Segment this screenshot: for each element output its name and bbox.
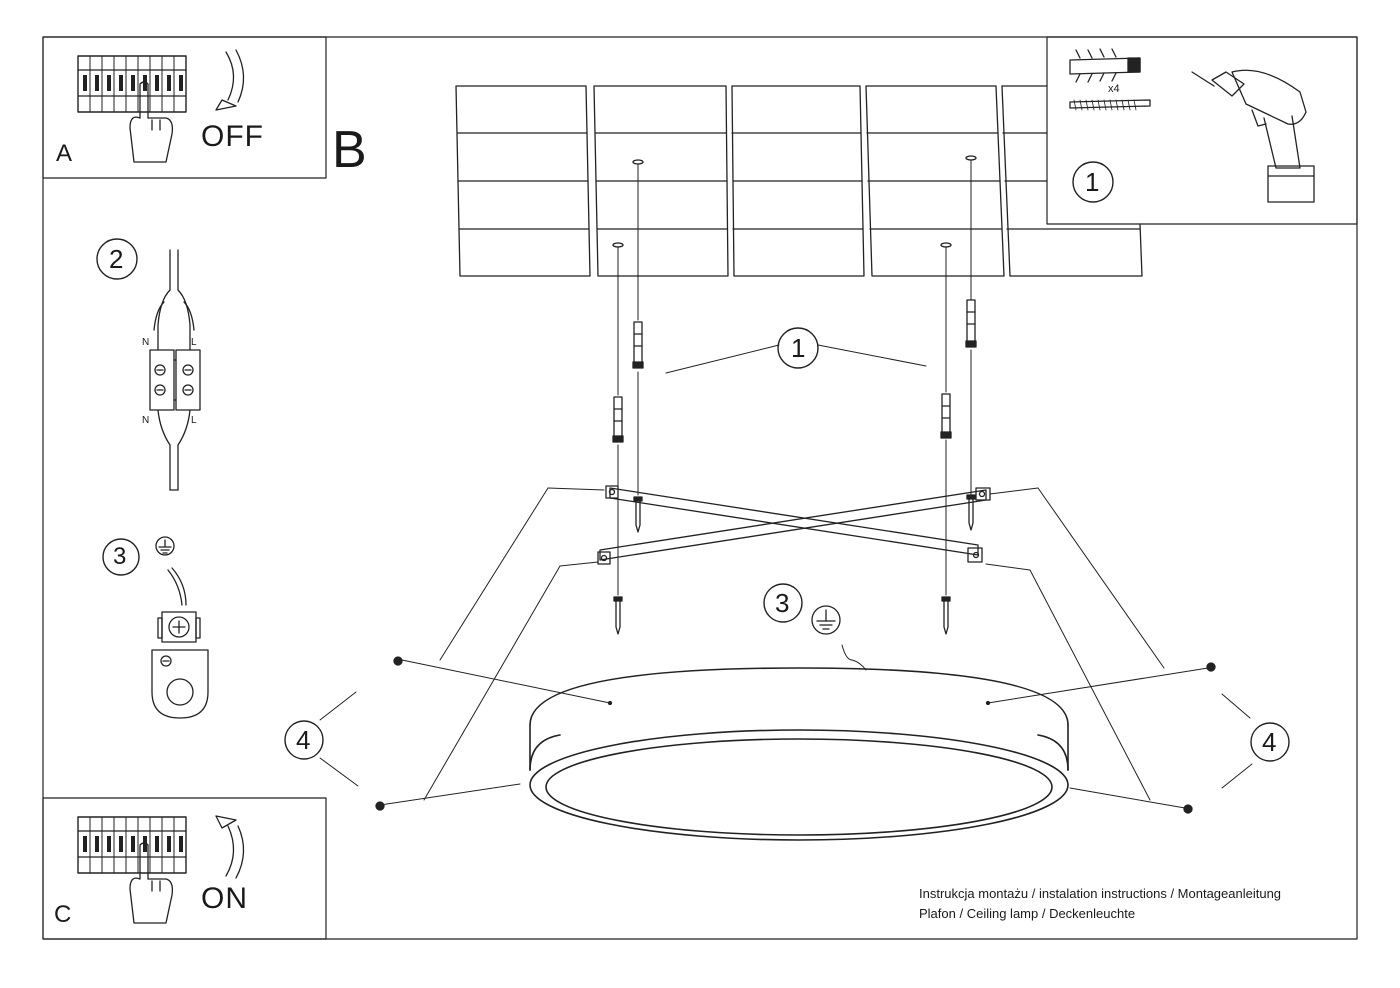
panel-c-hand-icon	[129, 842, 174, 924]
cross-mounting-bracket	[597, 485, 991, 565]
footer-product-name: Plafon / Ceiling lamp / Deckenleuchte	[919, 906, 1136, 921]
ground-symbol-icon	[811, 605, 841, 635]
wire-label-l-top: L	[191, 337, 197, 348]
side-screw-icon	[375, 656, 1216, 814]
wire-label-n-top: N	[142, 337, 150, 348]
callout-1-tools: 1	[1085, 167, 1100, 197]
panel-a-breaker	[77, 55, 187, 113]
drill-icon	[1191, 69, 1315, 203]
panel-b-letter: B	[332, 121, 367, 179]
callout-4-right: 4	[1262, 727, 1277, 757]
panel-a-arrow-icon	[215, 49, 245, 111]
panel-a-letter: A	[56, 140, 73, 167]
panel-c-letter: C	[54, 901, 72, 928]
wall-anchor-icon	[612, 299, 977, 443]
tools-box-frame	[1046, 36, 1358, 225]
wire-label-l-bottom: L	[191, 415, 197, 426]
panel-a-hand-icon	[129, 81, 174, 163]
panel-a-frame	[42, 36, 327, 179]
callout-3-center: 3	[775, 588, 790, 618]
step3-ground-terminal	[151, 536, 209, 719]
anchor-quantity: x4	[1108, 83, 1120, 95]
callout-3-left: 3	[113, 543, 127, 570]
step2-terminal-block	[149, 249, 201, 491]
panel-a-state-off: OFF	[201, 120, 264, 153]
footer-instructions-title: Instrukcja montażu / instalation instruc…	[919, 886, 1282, 901]
panel-c-breaker	[77, 816, 187, 874]
wire-label-n-bottom: N	[142, 415, 150, 426]
drill-guide-lines	[617, 159, 972, 596]
ceiling-lamp-body	[529, 667, 1069, 841]
callout-2-left: 2	[109, 244, 124, 274]
ground-symbol-icon	[155, 536, 175, 556]
callout-1-center: 1	[791, 333, 806, 363]
frames	[42, 36, 1358, 940]
panel-c-state-on: ON	[201, 882, 248, 915]
callout-lines	[319, 344, 1253, 809]
ceiling-grid	[455, 85, 1143, 277]
callout-circles	[96, 161, 1290, 762]
panel-c-arrow-icon	[215, 815, 245, 879]
callout-4-left: 4	[296, 725, 311, 755]
tools-anchor-icon	[1069, 48, 1151, 111]
screw-icon	[613, 494, 976, 635]
panel-c-frame	[42, 797, 327, 940]
